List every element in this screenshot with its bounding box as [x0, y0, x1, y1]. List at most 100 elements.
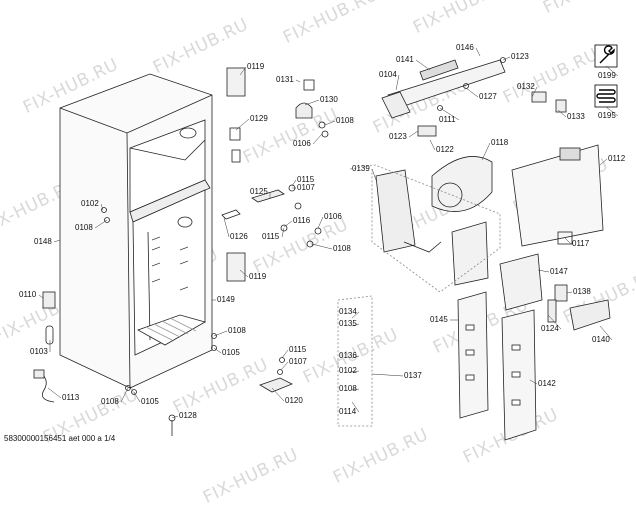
- leader-line: [239, 269, 249, 278]
- part-number-label: 0113: [62, 393, 80, 402]
- parts-drawing: [33, 44, 619, 441]
- part-number-label: 0128: [179, 411, 197, 420]
- part-number-label: 0135: [339, 319, 357, 328]
- part-number-label: 0131: [276, 75, 294, 84]
- control-housing: [381, 57, 567, 137]
- leader-line: [295, 79, 301, 83]
- part-number-label: 0105: [222, 348, 240, 357]
- part-number-label: 0138: [573, 287, 591, 296]
- leader-line: [605, 106, 619, 117]
- part-number-label: 0108: [75, 223, 93, 232]
- leader-line: [47, 387, 62, 399]
- part-number-label: 0104: [379, 70, 397, 79]
- part-number-label: 0130: [320, 95, 338, 104]
- leader-line: [475, 47, 481, 57]
- part-number-label: 0142: [538, 379, 556, 388]
- leader-line: [566, 291, 573, 294]
- watermark-text: FIX-HUB.RU: [200, 444, 302, 508]
- leader-line: [53, 239, 61, 243]
- part-number-label: 0132: [517, 82, 535, 91]
- cooling-coil-icon: [594, 84, 618, 108]
- leader-line: [281, 227, 285, 238]
- part-number-label: 0134: [339, 307, 357, 316]
- part-number-label: 0108: [101, 397, 119, 406]
- part-number-label: 0111: [439, 115, 456, 124]
- leader-line: [429, 139, 436, 151]
- part-number-label: 0102: [81, 199, 99, 208]
- part-number-label: 0122: [436, 145, 454, 154]
- leader-line: [235, 118, 250, 131]
- leader-line: [223, 217, 230, 238]
- leader-line: [283, 220, 293, 228]
- part-number-label: 0108: [339, 384, 357, 393]
- part-number-label: 0106: [293, 139, 311, 148]
- leader-line: [213, 330, 228, 337]
- leader-line: [351, 355, 360, 359]
- part-number-label: 0106: [324, 212, 342, 221]
- leader-line: [537, 269, 550, 273]
- part-number-label: 0107: [297, 183, 315, 192]
- leader-line: [100, 203, 104, 211]
- part-number-label: 0123: [389, 132, 407, 141]
- part-number-label: 0195: [598, 111, 616, 120]
- leader-line: [439, 107, 460, 121]
- leader-line: [171, 415, 179, 419]
- part-number-label: 0108: [333, 244, 351, 253]
- part-number-label: 0124: [541, 324, 559, 333]
- part-number-label: 0117: [572, 239, 590, 248]
- part-number-label: 0149: [217, 295, 235, 304]
- leader-line: [415, 59, 431, 71]
- part-number-label: 0115: [289, 345, 307, 354]
- part-number-label: 0145: [430, 315, 448, 324]
- fan-duct-assembly: [375, 144, 611, 331]
- leader-line: [349, 370, 360, 373]
- leader-line: [547, 314, 562, 330]
- part-number-label: 0141: [396, 55, 414, 64]
- duct-channels: [457, 291, 537, 441]
- part-number-label: 0140: [592, 335, 610, 344]
- leader-line: [351, 388, 360, 391]
- part-number-label: 0107: [289, 357, 307, 366]
- wrench-icon: [594, 44, 618, 68]
- part-number-label: 0136: [339, 351, 357, 360]
- leader-line: [351, 323, 360, 327]
- leader-line: [324, 120, 336, 126]
- part-number-label: 0112: [608, 154, 626, 163]
- part-number-label: 0119: [249, 272, 267, 281]
- leader-line: [311, 243, 333, 250]
- part-number-label: 0199: [598, 71, 616, 80]
- part-number-label: 0105: [141, 397, 159, 406]
- part-number-label: 0147: [550, 267, 568, 276]
- leader-line: [213, 347, 222, 354]
- part-number-label: 0126: [230, 232, 248, 241]
- leader-line: [271, 387, 285, 402]
- part-number-label: 0115: [262, 232, 280, 241]
- part-number-label: 0115: [297, 175, 315, 184]
- leader-line: [599, 158, 608, 166]
- part-number-label: 0108: [336, 116, 354, 125]
- part-number-label: 0120: [285, 396, 303, 405]
- part-number-label: 0146: [456, 43, 474, 52]
- leader-line: [529, 379, 538, 385]
- part-number-label: 0118: [491, 138, 509, 147]
- refrigerator-cabinet: [59, 73, 213, 389]
- leader-line: [605, 65, 619, 77]
- leader-line: [564, 237, 572, 245]
- leader-line: [371, 373, 404, 377]
- leader-line: [481, 142, 491, 161]
- leader-line: [38, 294, 44, 299]
- part-number-label: 0137: [404, 371, 422, 380]
- part-number-label: 0110: [19, 290, 37, 299]
- document-footer: 58300000156451 aet 000 a 1/4: [4, 434, 116, 443]
- leader-line: [531, 86, 538, 98]
- leader-line: [408, 130, 419, 138]
- leader-line: [120, 387, 129, 403]
- part-number-label: 0123: [511, 52, 529, 61]
- part-number-label: 0119: [247, 62, 265, 71]
- part-number-label: 0148: [34, 237, 52, 246]
- leader-line: [557, 109, 567, 118]
- leader-line: [281, 349, 289, 359]
- part-number-label: 0139: [352, 164, 370, 173]
- leader-line: [133, 391, 141, 403]
- part-number-label: 0127: [479, 92, 497, 101]
